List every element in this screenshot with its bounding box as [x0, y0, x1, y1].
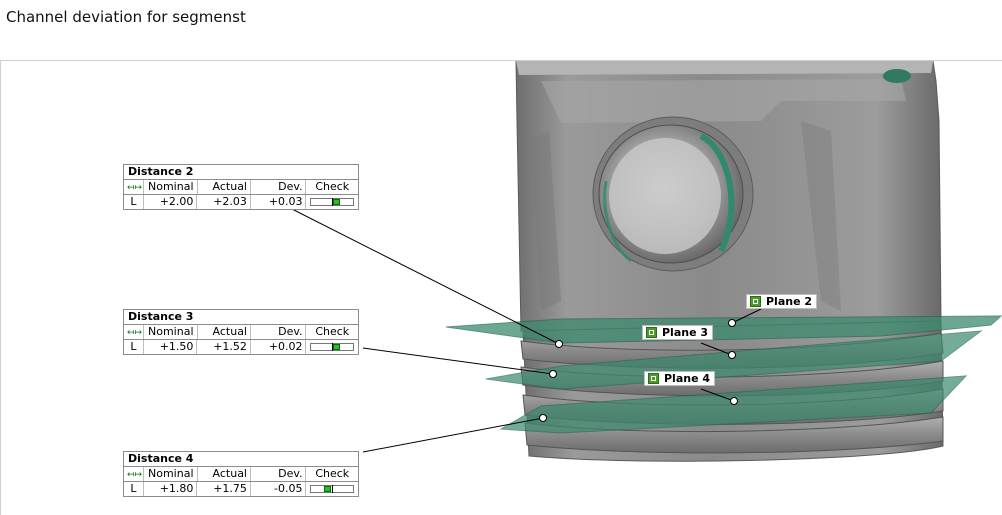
col-nominal: Nominal — [144, 467, 198, 481]
col-check: Check — [315, 467, 350, 480]
distance-title: Distance 4 — [124, 452, 358, 467]
col-check: Check — [315, 180, 350, 193]
actual-value: +1.75 — [197, 482, 251, 496]
point-plane-2[interactable] — [728, 319, 736, 327]
plane-4-label[interactable]: Plane 4 — [644, 371, 716, 386]
col-actual: Actual — [198, 180, 251, 194]
col-nominal: Nominal — [144, 325, 198, 339]
axis-cell: L — [124, 195, 144, 209]
plane-icon — [646, 327, 657, 338]
plane-label-text: Plane 2 — [766, 295, 813, 308]
dimension-icon: ↤↦ — [127, 183, 143, 193]
axis-cell: L — [124, 340, 144, 354]
distance-title: Distance 3 — [124, 310, 358, 325]
col-dev: Dev. — [251, 180, 307, 194]
plane-2-label[interactable]: Plane 2 — [746, 294, 818, 309]
page-title: Channel deviation for segmenst — [6, 8, 246, 26]
point-distance-4[interactable] — [539, 414, 547, 422]
3d-viewport[interactable]: Distance 2 ↤↦ Nominal Actual Dev. Check … — [0, 60, 1002, 515]
point-distance-3[interactable] — [549, 370, 557, 378]
nominal-value: +2.00 — [144, 195, 198, 209]
pin-bore — [592, 116, 754, 272]
nominal-value: +1.80 — [144, 482, 198, 496]
col-nominal: Nominal — [144, 180, 198, 194]
check-indicator — [310, 343, 355, 351]
actual-value: +1.52 — [197, 340, 251, 354]
col-actual: Actual — [198, 325, 251, 339]
actual-value: +2.03 — [197, 195, 251, 209]
plane-label-text: Plane 3 — [662, 326, 709, 339]
dev-value: +0.02 — [251, 340, 307, 354]
plane-icon — [648, 373, 659, 384]
col-actual: Actual — [198, 467, 251, 481]
col-dev: Dev. — [251, 467, 307, 481]
nominal-value: +1.50 — [144, 340, 198, 354]
dimension-icon: ↤↦ — [127, 470, 143, 480]
point-plane-4[interactable] — [730, 397, 738, 405]
dev-value: -0.05 — [251, 482, 307, 496]
check-indicator — [310, 485, 355, 493]
plane-label-text: Plane 4 — [664, 372, 711, 385]
distance-3-table[interactable]: Distance 3 ↤↦ Nominal Actual Dev. Check … — [123, 309, 359, 355]
distance-title: Distance 2 — [124, 165, 358, 180]
col-dev: Dev. — [251, 325, 307, 339]
col-check: Check — [315, 325, 350, 338]
point-distance-2[interactable] — [555, 340, 563, 348]
dev-value: +0.03 — [251, 195, 307, 209]
piston-scene[interactable] — [1, 61, 1002, 515]
measure-points[interactable] — [539, 319, 738, 422]
plane-3-label[interactable]: Plane 3 — [642, 325, 714, 340]
plane-icon — [750, 296, 761, 307]
distance-2-table[interactable]: Distance 2 ↤↦ Nominal Actual Dev. Check … — [123, 164, 359, 210]
leader-lines — [285, 205, 762, 453]
distance-4-table[interactable]: Distance 4 ↤↦ Nominal Actual Dev. Check … — [123, 451, 359, 497]
dimension-icon: ↤↦ — [127, 328, 143, 338]
check-indicator — [310, 198, 355, 206]
axis-cell: L — [124, 482, 144, 496]
point-plane-3[interactable] — [728, 351, 736, 359]
